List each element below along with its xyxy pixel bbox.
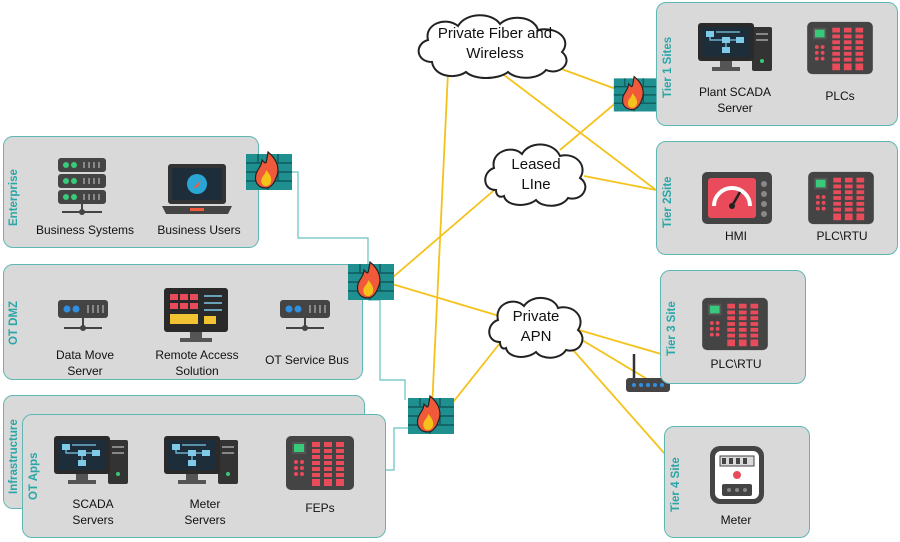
label-hmi: HMI bbox=[725, 229, 747, 243]
tier4-title: Tier 4 Site bbox=[670, 457, 682, 512]
tier3-title: Tier 3 Site bbox=[666, 301, 678, 356]
label-tier3-plc-rtu: PLC\RTU bbox=[710, 357, 762, 371]
link-leased-tier2 bbox=[583, 175, 657, 191]
service-bus-server-icon bbox=[280, 300, 330, 331]
link-dmzfw-leased bbox=[391, 179, 507, 279]
tier1-firewall-icon bbox=[613, 75, 657, 112]
fiber-cloud bbox=[417, 14, 568, 79]
apn-cloud bbox=[488, 297, 584, 359]
link-infrafw-apn bbox=[449, 337, 505, 407]
laptop-icon bbox=[162, 164, 232, 214]
plant-scada-workstation-icon bbox=[698, 23, 772, 71]
link-apn-tier3 bbox=[571, 327, 669, 357]
label-ot-service-bus: OT Service Bus bbox=[265, 353, 349, 367]
link-leased-tier1 bbox=[559, 95, 625, 151]
server-icon bbox=[58, 300, 108, 331]
fiber-cloud-label: Private Fiber and Wireless bbox=[437, 25, 553, 62]
label-tier2-plc-rtu: PLC\RTU bbox=[816, 229, 868, 243]
label-scada-servers: SCADA Servers bbox=[72, 497, 114, 527]
link-apn-router bbox=[571, 333, 653, 383]
meter-workstation-icon bbox=[164, 436, 238, 484]
tier2-title: Tier 2Site bbox=[662, 176, 674, 228]
enterprise-firewall-icon bbox=[246, 150, 292, 190]
link-dmzfw-apn bbox=[391, 283, 507, 319]
apn-cloud-label: Private APN bbox=[512, 308, 560, 345]
server-rack-icon bbox=[58, 158, 106, 215]
hmi-gauge-icon bbox=[702, 172, 772, 224]
label-data-move-server: Data Move Server bbox=[55, 348, 115, 378]
link-dmz-firewall bbox=[368, 299, 406, 400]
label-meter-servers: Meter Servers bbox=[184, 497, 226, 527]
infrastructure-firewall-icon bbox=[408, 394, 454, 434]
label-remote-access-solution: Remote Access Solution bbox=[155, 348, 239, 378]
label-business-systems: Business Systems bbox=[35, 223, 135, 237]
link-apn-tier4 bbox=[565, 341, 673, 463]
link-fiber-tier2 bbox=[499, 71, 657, 191]
ot-dmz-title: OT DMZ bbox=[8, 300, 20, 345]
tier3-plc-rtu-icon bbox=[702, 297, 768, 351]
tier1-plc-icon bbox=[807, 21, 873, 75]
label-feps: FEPs bbox=[305, 501, 335, 515]
label-meter: Meter bbox=[720, 513, 752, 527]
ot-apps-title: OT Apps bbox=[28, 452, 40, 501]
fep-plc-icon bbox=[286, 436, 354, 490]
leased-cloud bbox=[484, 143, 587, 207]
leased-cloud-label: Leased LIne bbox=[511, 156, 561, 193]
dmz-firewall-icon bbox=[348, 260, 394, 300]
remote-access-monitor-icon bbox=[164, 288, 228, 342]
label-plant-scada-server: Plant SCADA Server bbox=[698, 85, 772, 115]
scada-workstation-icon bbox=[54, 436, 128, 484]
link-otapps-firewall bbox=[386, 427, 408, 471]
tier2-plc-rtu-icon bbox=[808, 171, 874, 225]
enterprise-title: Enterprise bbox=[8, 169, 20, 226]
tier1-title: Tier 1 Sites bbox=[662, 36, 674, 98]
label-business-users: Business Users bbox=[157, 223, 241, 237]
label-plcs: PLCs bbox=[825, 89, 855, 103]
infrastructure-title: Infrastructure bbox=[8, 419, 20, 494]
link-infrafw-fiber bbox=[431, 71, 449, 409]
meter-icon bbox=[710, 446, 764, 504]
